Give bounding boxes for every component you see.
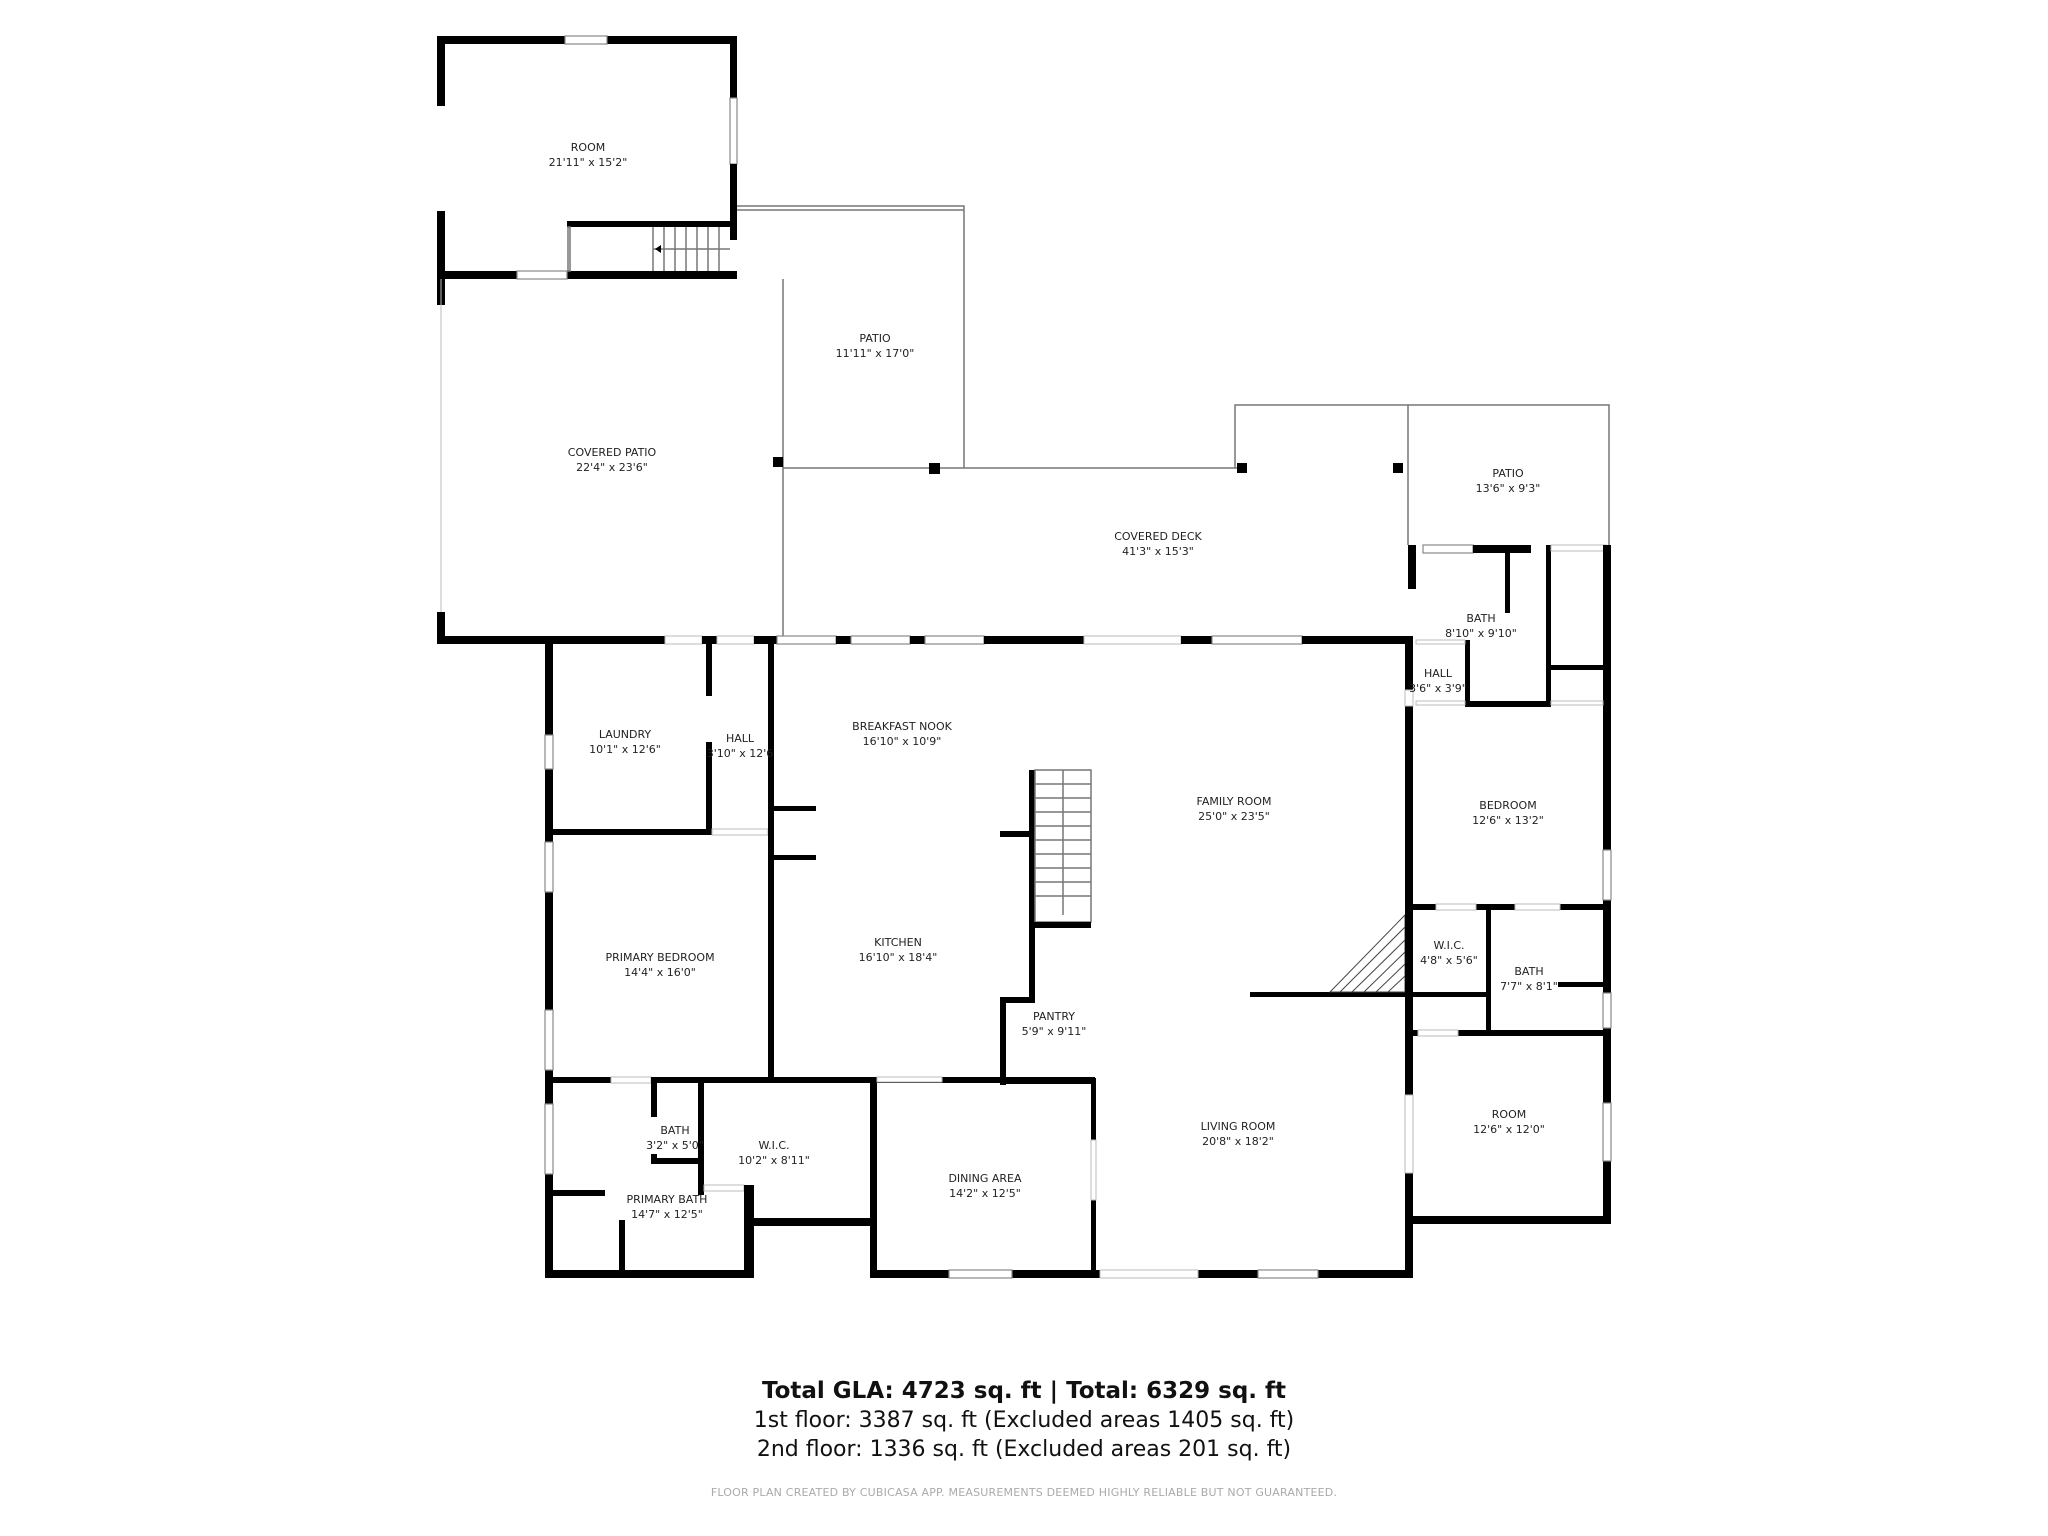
room-name: BATH xyxy=(660,1124,690,1137)
room-name: PATIO xyxy=(859,332,891,345)
total-area: Total GLA: 4723 sq. ft | Total: 6329 sq.… xyxy=(761,1378,1287,1404)
room-name: DINING AREA xyxy=(948,1172,1022,1185)
room-name: BEDROOM xyxy=(1479,799,1537,812)
room-dims: 3'6" x 3'9" xyxy=(1409,682,1467,695)
room-name: HALL xyxy=(725,732,755,745)
room-name: W.I.C. xyxy=(1433,939,1465,952)
area-summary: Total GLA: 4723 sq. ft | Total: 6329 sq.… xyxy=(0,1376,2048,1464)
room-label-bedroom: BEDROOM 12'6" x 13'2" xyxy=(1472,798,1544,828)
room-dims: 12'6" x 13'2" xyxy=(1472,814,1544,827)
room-name: KITCHEN xyxy=(874,936,922,949)
room-name: PATIO xyxy=(1492,467,1524,480)
room-label-room-right: ROOM 12'6" x 12'0" xyxy=(1473,1107,1545,1137)
main-north-wall xyxy=(437,635,1412,645)
room-label-dining-area: DINING AREA 14'2" x 12'5" xyxy=(948,1171,1021,1201)
room-dims: 10'1" x 12'6" xyxy=(589,743,661,756)
room-dims: 5'9" x 9'11" xyxy=(1021,1025,1087,1038)
room-name: ROOM xyxy=(570,141,606,154)
room-dims: 3'2" x 5'0" xyxy=(646,1139,704,1152)
room-dims: 11'11" x 17'0" xyxy=(835,347,915,360)
room-dims: 8'10" x 9'10" xyxy=(1445,627,1517,640)
room-dims: 22'4" x 23'6" xyxy=(576,461,648,474)
room-label-bath-right: BATH 7'7" x 8'1" xyxy=(1500,964,1558,994)
room-dims: 14'7" x 12'5" xyxy=(631,1208,703,1221)
room-label-primary-bedroom: PRIMARY BEDROOM 14'4" x 16'0" xyxy=(605,950,714,980)
room-dims: 14'4" x 16'0" xyxy=(624,966,696,979)
covered-deck-outline xyxy=(1234,404,1409,545)
stairs-upper xyxy=(652,227,730,271)
central-walls xyxy=(870,769,1097,1279)
room-name: BATH xyxy=(1466,612,1496,625)
room-dims: 13'6" x 9'3" xyxy=(1475,482,1541,495)
room-dims: 10'2" x 8'11" xyxy=(738,1154,810,1167)
room-name: FAMILY ROOM xyxy=(1196,795,1272,808)
upper-room-walls xyxy=(437,35,738,305)
room-name: HALL xyxy=(1423,667,1453,680)
room-dims: 16'10" x 10'9" xyxy=(862,735,942,748)
room-label-pantry: PANTRY 5'9" x 9'11" xyxy=(1022,1009,1087,1039)
room-dims: 14'2" x 12'5" xyxy=(949,1187,1021,1200)
second-floor-area: 2nd floor: 1336 sq. ft (Excluded areas 2… xyxy=(756,1437,1292,1462)
room-label-covered-deck: COVERED DECK 41'3" x 15'3" xyxy=(1114,529,1202,559)
patio-upper-outline xyxy=(737,205,1237,640)
room-label-upper-room: ROOM 21'11" x 15'2" xyxy=(549,140,628,170)
room-name: BATH xyxy=(1514,965,1544,978)
room-label-bath-upper-right: BATH 8'10" x 9'10" xyxy=(1445,611,1517,641)
room-label-hall-right: HALL 3'6" x 3'9" xyxy=(1409,666,1467,696)
room-name: COVERED PATIO xyxy=(567,446,657,459)
room-label-patio-upper: PATIO 11'11" x 17'0" xyxy=(836,331,915,361)
room-label-covered-patio: COVERED PATIO 22'4" x 23'6" xyxy=(568,445,656,475)
room-dims: 20'8" x 18'2" xyxy=(1202,1135,1274,1148)
room-label-bath-small: BATH 3'2" x 5'0" xyxy=(646,1123,704,1153)
room-name: COVERED DECK xyxy=(1114,530,1202,543)
room-dims: 16'10" x 18'4" xyxy=(858,951,938,964)
first-floor-area: 1st floor: 3387 sq. ft (Excluded areas 1… xyxy=(753,1408,1295,1433)
room-name: BREAKFAST NOOK xyxy=(852,720,952,733)
room-name: PANTRY xyxy=(1032,1010,1076,1023)
room-label-wic-primary: W.I.C. 10'2" x 8'11" xyxy=(738,1138,810,1168)
room-dims: 7'7" x 8'1" xyxy=(1500,980,1558,993)
room-name: LAUNDRY xyxy=(598,728,652,741)
room-name: ROOM xyxy=(1491,1108,1527,1121)
room-name: PRIMARY BEDROOM xyxy=(605,951,715,964)
room-label-patio-right: PATIO 13'6" x 9'3" xyxy=(1476,466,1541,496)
room-dims: 25'0" x 23'5" xyxy=(1198,810,1270,823)
room-label-hall-left: HALL 3'10" x 12'6 xyxy=(707,731,774,761)
family-living-walls xyxy=(1096,636,1414,1279)
room-dims: 3'10" x 12'6 xyxy=(706,747,774,760)
room-label-wic-right: W.I.C. 4'8" x 5'6" xyxy=(1420,938,1478,968)
east-wing-walls xyxy=(1408,544,1612,1224)
stairs-family xyxy=(1328,913,1406,993)
room-name: PRIMARY BATH xyxy=(626,1193,708,1206)
room-label-living-room: LIVING ROOM 20'8" x 18'2" xyxy=(1201,1119,1276,1149)
room-dims: 41'3" x 15'3" xyxy=(1122,545,1194,558)
patio-right-outline xyxy=(1408,404,1610,545)
room-dims: 4'8" x 5'6" xyxy=(1420,954,1478,967)
west-walls xyxy=(544,636,1095,1278)
room-name: W.I.C. xyxy=(758,1139,790,1152)
room-label-kitchen: KITCHEN 16'10" x 18'4" xyxy=(859,935,938,965)
room-name: LIVING ROOM xyxy=(1200,1120,1276,1133)
room-label-laundry: LAUNDRY 10'1" x 12'6" xyxy=(589,727,661,757)
pillar xyxy=(773,457,783,467)
disclaimer: FLOOR PLAN CREATED BY CUBICASA APP. MEAS… xyxy=(710,1486,1338,1499)
room-dims: 12'6" x 12'0" xyxy=(1473,1123,1545,1136)
room-label-primary-bath: PRIMARY BATH 14'7" x 12'5" xyxy=(627,1192,708,1222)
room-label-breakfast-nook: BREAKFAST NOOK 16'10" x 10'9" xyxy=(852,719,952,749)
room-label-family-room: FAMILY ROOM 25'0" x 23'5" xyxy=(1197,794,1272,824)
room-dims: 21'11" x 15'2" xyxy=(548,156,628,169)
